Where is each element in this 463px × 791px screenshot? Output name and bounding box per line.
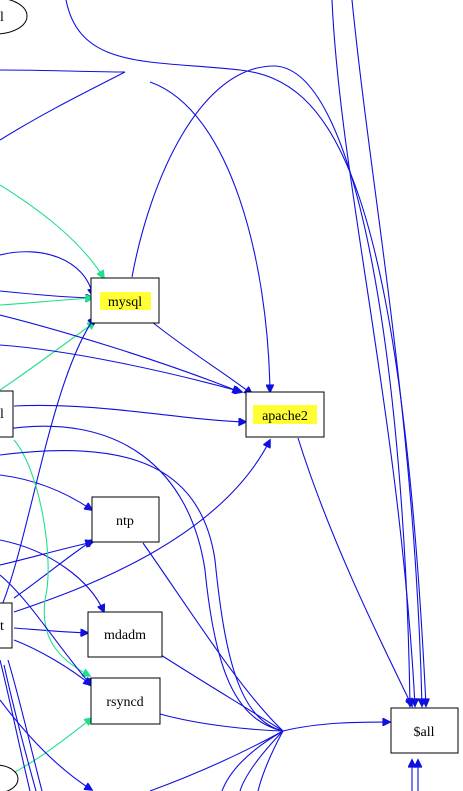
edge-blue-into-mysql-2 [0,290,93,298]
edge-left-low-to-apache2 [13,440,270,613]
edge-mysql-to-all [131,65,410,706]
node-mdadm-label: mdadm [104,628,146,643]
edge-blue-into-rsyncd [13,639,91,685]
edge-rsyncd-to-hub [159,713,284,732]
edge-green-into-rsyncd [13,439,90,676]
edge-curve-mid-to-hub-2 [0,425,284,732]
edge-green-into-mysql-2 [0,298,93,306]
edge-hub-to-all [282,722,390,732]
node-all-label: $all [414,725,435,740]
edge-blue-into-mysql-1 [0,251,93,296]
edge-top-to-apache2 [149,81,270,392]
edge-hub-down-3 [257,730,284,791]
edge-bottom-left-3 [7,659,43,791]
node-ntp-label: ntp [116,514,134,529]
edge-apache2-to-all [297,437,412,706]
node-partial-bottom-ellipse [0,764,19,791]
edge-bottom-left-1 [0,659,31,791]
edge-bottom-left-4 [0,699,92,790]
edges [0,0,426,791]
edge-left-low-to-mdadm [13,627,88,633]
node-ntp[interactable]: ntp [91,496,160,543]
edge-hub-down-2 [239,730,284,791]
node-mysql[interactable]: mysql [90,277,160,324]
node-mdadm[interactable]: mdadm [87,611,163,658]
node-rsyncd[interactable]: rsyncd [90,677,161,725]
edge-hub-down-1 [221,730,284,791]
edge-green-into-mysql [0,184,104,278]
node-partial-left-low[interactable]: t [0,602,13,649]
edge-left-diagonal [0,71,126,141]
node-mysql-label: mysql [108,295,142,310]
node-partial-left-low-label: t [0,619,4,634]
edge-green-into-mysql-3 [0,322,95,391]
node-apache2[interactable]: apache2 [245,391,325,438]
edge-mysql-to-apache2 [151,321,252,394]
node-partial-top-label: l [0,10,4,25]
edge-left-to-apache2-2 [0,344,242,392]
node-all[interactable]: $all [390,707,459,754]
node-partial-left-mid[interactable]: l [0,390,14,438]
edge-ntp-to-hub [142,542,284,732]
edge-left-mid-to-apache2 [13,404,246,422]
edge-left-to-mdadm [0,539,104,612]
edge-blue-into-mysql-3 [0,317,95,611]
node-partial-top-ellipse: l [0,0,28,35]
edge-hub-down-4 [149,730,284,791]
node-apache2-label: apache2 [262,409,308,424]
node-rsyncd-label: rsyncd [106,695,143,710]
edge-mdadm-to-hub [160,654,284,732]
node-partial-left-mid-label: l [0,407,4,422]
edge-top-to-all-1 [331,0,415,706]
edge-top-to-all-3 [65,0,426,706]
edge-bottom-left-2 [3,664,37,791]
edge-left-low-to-ntp [13,540,93,599]
edge-top-to-all-2 [351,0,422,706]
edge-curve-mid-to-hub-1 [0,450,284,732]
edge-left-to-apache2-1 [0,314,240,392]
edge-left-to-rsyncd [0,574,92,686]
edge-left-top-hub [0,69,126,73]
edge-left-to-ntp [0,474,92,510]
